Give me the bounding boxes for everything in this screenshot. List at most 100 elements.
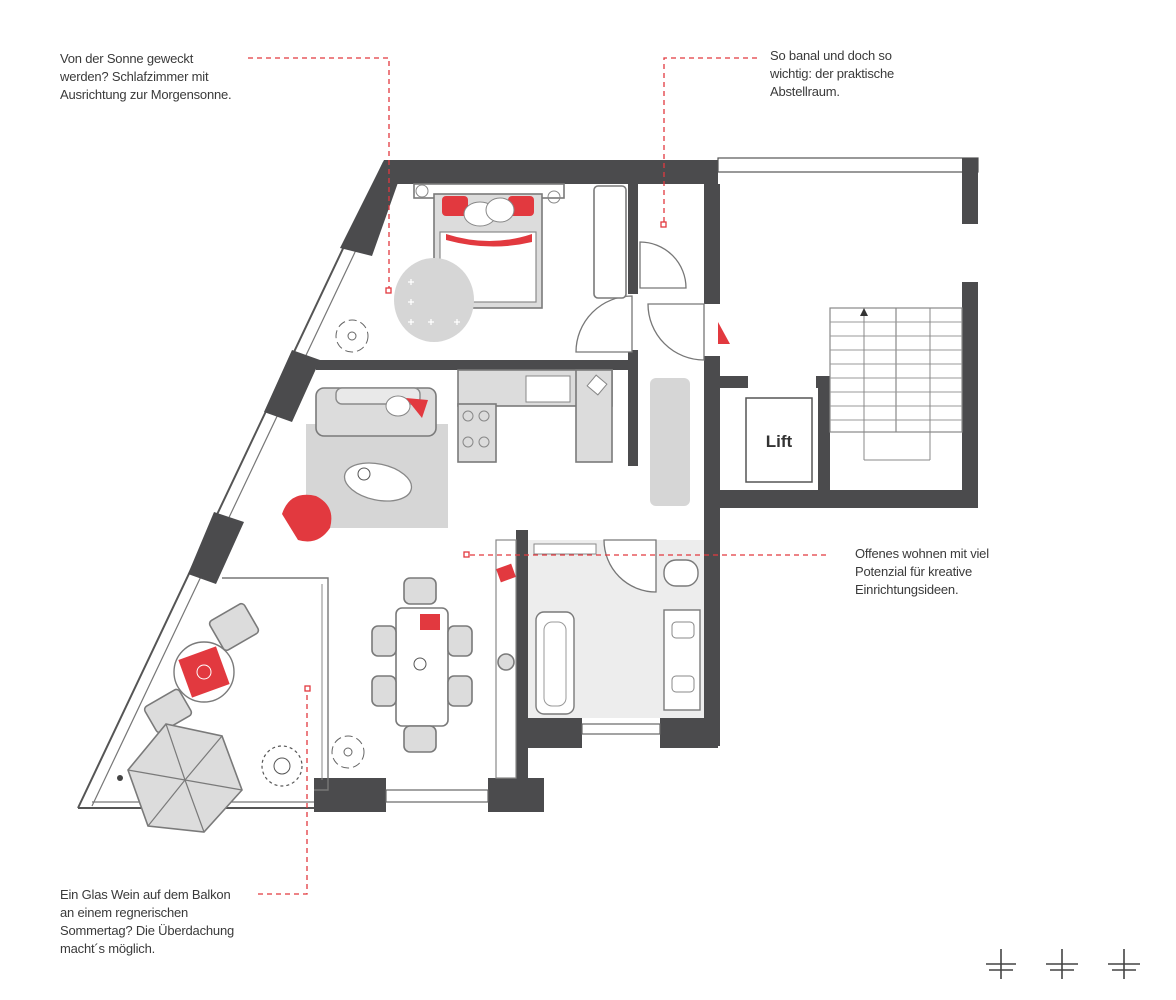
sideboard-item: [497, 653, 515, 671]
crosshair-marks: [986, 949, 1140, 979]
wall-kitchen-side: [628, 350, 638, 466]
leader-bedroom: [248, 57, 390, 290]
facade-line-outer: [77, 161, 385, 809]
sofa-cushion-white: [385, 395, 411, 417]
wall-kitchen-top: [478, 360, 636, 370]
annotation-line: an einem regnerischen: [60, 905, 189, 920]
annotation-line: Ausrichtung zur Morgensonne.: [60, 87, 232, 102]
wall-bed-hall: [628, 184, 638, 294]
table-flowers-icon: [413, 657, 427, 671]
bathtub-inner: [543, 621, 567, 707]
balcony-lamp: [117, 775, 123, 781]
marker-living: [463, 551, 470, 558]
door-bathroom: [603, 539, 657, 593]
staircase: Lift: [745, 307, 963, 483]
wall-right-lower: [962, 282, 978, 508]
sink-2: [671, 675, 695, 693]
bath-shelf: [533, 543, 597, 555]
chair-top: [403, 577, 437, 605]
annotation-line: macht´s möglich.: [60, 941, 156, 956]
bathroom-furniture: [533, 543, 701, 715]
rug-pattern: [408, 279, 460, 325]
wall-bath-left: [516, 530, 528, 810]
wall-top: [384, 160, 718, 184]
facade-line-inner: [91, 169, 395, 807]
balcony-furniture: [117, 602, 303, 833]
door-entrance-hall: [647, 303, 705, 361]
annotation-line: wichtig: der praktische: [770, 66, 895, 81]
chair-left-2: [371, 675, 397, 707]
wall-hall-right: [704, 356, 720, 746]
kitchen-sink: [525, 375, 571, 403]
lamp-right-icon: [547, 190, 561, 204]
entrance-marker-icon: [718, 322, 730, 344]
lift-shaft: [745, 397, 813, 483]
parasol-ribs: [127, 723, 243, 833]
balcony-flowers-icon: [196, 664, 212, 680]
annotation-line: Von der Sonne geweckt: [60, 51, 194, 66]
annotation-storage: So banal und doch so wichtig: der prakti…: [770, 47, 894, 101]
sideboard-book: [496, 563, 516, 583]
bed-runner: [446, 234, 532, 247]
balcony-chair-1: [208, 602, 260, 652]
annotation-balcony: Ein Glas Wein auf dem Balkon an einem re…: [60, 886, 234, 958]
doors: [575, 241, 730, 593]
outer-walls: [77, 157, 979, 812]
plant-balcony-icon: [261, 745, 303, 787]
chair-bottom: [403, 725, 437, 753]
chair-right-1: [447, 625, 473, 657]
pillow-white-2: [485, 197, 515, 223]
plant-bedroom-icon: [335, 319, 369, 353]
bedroom-rug: [394, 258, 474, 342]
wall-stair-bottom: [720, 490, 978, 508]
toilet: [663, 559, 699, 587]
annotation-line: Sommertag? Die Überdachung: [60, 923, 235, 938]
lift-label: Lift: [766, 432, 793, 451]
lamp-left-icon: [415, 184, 429, 198]
wall-lift-top-left: [720, 376, 748, 388]
annotation-bedroom: Von der Sonne geweckt werden? Schlafzimm…: [60, 50, 232, 104]
balcony-chair-2: [143, 688, 193, 734]
door-bedroom: [575, 295, 633, 353]
bathtub: [535, 611, 575, 715]
chair-right-2: [447, 675, 473, 707]
annotation-line: So banal und doch so: [770, 48, 892, 63]
door-storage: [639, 241, 687, 289]
annotation-leaders: [248, 57, 828, 895]
vanity: [663, 609, 701, 711]
wall-storage-right: [704, 184, 720, 304]
wall-bath-bottom-right: [660, 718, 718, 748]
coffee-table: [343, 462, 413, 502]
stair-steps: [830, 321, 962, 421]
living-furniture: [282, 369, 690, 779]
marker-balcony: [304, 685, 311, 692]
leader-storage: [663, 57, 757, 224]
leader-balcony: [258, 690, 308, 895]
plant-living-icon: [331, 735, 365, 769]
bedroom-furniture: [335, 183, 627, 353]
kitchen-appliance: [586, 374, 608, 396]
wall-bed-living: [316, 360, 482, 370]
marker-bedroom: [385, 287, 392, 294]
sofa-cushion-red: [406, 398, 428, 418]
balcony-frame: [222, 577, 329, 791]
balcony-tablecloth: [178, 646, 230, 698]
wall-lift-stair: [818, 376, 830, 508]
annotation-line: Ein Glas Wein auf dem Balkon: [60, 887, 231, 902]
sink-1: [671, 621, 695, 639]
annotation-line: Potenzial für kreative: [855, 564, 972, 579]
annotation-line: Offenes wohnen mit viel: [855, 546, 989, 561]
wardrobe: [593, 185, 627, 299]
chair-left-1: [371, 625, 397, 657]
wall-pier-2: [264, 350, 320, 422]
wall-top-right-window: [717, 157, 979, 173]
annotation-line: Einrichtungsideen.: [855, 582, 959, 597]
wall-right-upper: [962, 158, 978, 224]
pillow-red-right: [508, 196, 534, 216]
stair-arrow-icon: [860, 308, 868, 316]
pillow-red-left: [442, 196, 468, 216]
wall-pier-3: [188, 512, 244, 584]
flowers-icon: [357, 467, 371, 481]
window-bottom: [385, 789, 489, 803]
